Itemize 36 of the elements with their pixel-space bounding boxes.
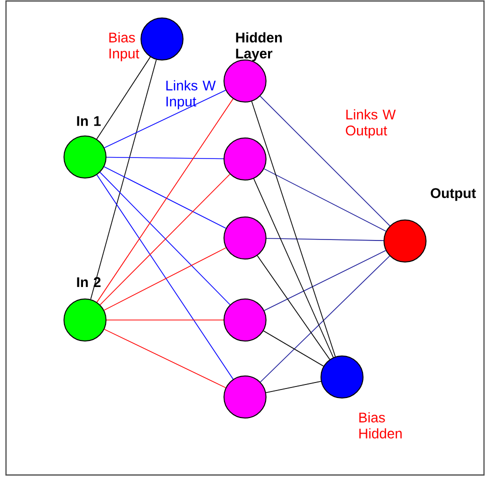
neuron-circle [224,298,266,342]
node-label: Bias Input [109,32,140,62]
neuron-circle [224,60,266,102]
connection-line [266,380,322,394]
neuron-circle [224,138,266,180]
neuron-circle [140,18,184,60]
connection-line [106,156,224,160]
link-label: Links W Output [346,109,396,138]
node-label: Output [430,188,476,201]
node-label: Hidden Layer [236,32,282,62]
connection-line [96,98,234,303]
node-label: In 1 [77,116,101,126]
connection-line [260,96,390,226]
connection-line [90,59,157,300]
connection-line [264,168,386,232]
link-label: Links W Input [166,80,216,110]
neuron-circle [224,216,266,260]
connection-line [96,174,234,380]
connection-line [104,328,226,388]
connection-line [260,256,390,382]
connection-line [263,330,324,366]
connection-line [104,166,226,229]
neuron-circle [224,376,266,418]
connection-line [256,255,330,360]
node-label: Bias Hidden [359,412,402,438]
neuron-circle [64,298,106,342]
connection-line [266,238,384,241]
connection-line [264,250,386,311]
connection-line [104,90,226,148]
neuron-circle [384,220,426,262]
connection-line [96,56,151,140]
neuron-circle [320,356,364,398]
connection-line [251,101,336,357]
neuron-circle [64,136,106,178]
connection-line [104,247,226,311]
connection-line [253,178,334,358]
